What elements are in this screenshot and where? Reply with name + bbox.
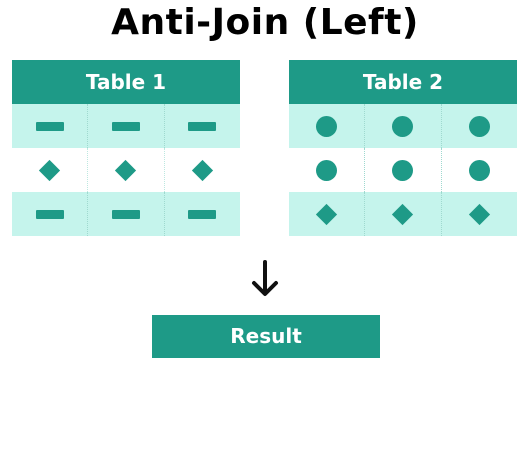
table-2-cell bbox=[289, 192, 364, 236]
table-2: Table 2 bbox=[289, 60, 517, 236]
table-1-cell bbox=[87, 148, 163, 192]
bar-symbol-icon bbox=[35, 121, 64, 131]
diamond-symbol-icon bbox=[39, 159, 61, 181]
table-1-cell bbox=[163, 104, 240, 148]
table-1-cell bbox=[87, 192, 163, 236]
circle-symbol-icon bbox=[316, 159, 338, 181]
circle-symbol-icon bbox=[392, 159, 414, 181]
diamond-symbol-icon bbox=[392, 203, 414, 225]
result-box: Result bbox=[152, 315, 380, 358]
bar-symbol-icon bbox=[188, 209, 217, 219]
table-2-row bbox=[289, 104, 517, 148]
table-1-cell bbox=[12, 104, 87, 148]
table-2-cell bbox=[440, 104, 517, 148]
bar-symbol-icon bbox=[111, 121, 140, 131]
diamond-symbol-icon bbox=[468, 203, 490, 225]
table-1-cell bbox=[163, 148, 240, 192]
circle-symbol-icon bbox=[392, 115, 414, 137]
table-1-row bbox=[12, 104, 240, 148]
down-arrow-icon bbox=[252, 260, 278, 296]
diagram-title: Anti-Join (Left) bbox=[111, 2, 419, 43]
bar-symbol-icon bbox=[111, 209, 140, 219]
table-2-row bbox=[289, 192, 517, 236]
table-2-cell bbox=[289, 148, 364, 192]
table-2-row bbox=[289, 148, 517, 192]
table-1-cell bbox=[12, 148, 87, 192]
table-1: Table 1 bbox=[12, 60, 240, 236]
bar-symbol-icon bbox=[35, 209, 64, 219]
table-1-row bbox=[12, 192, 240, 236]
table-1-cell bbox=[87, 104, 163, 148]
table-2-header: Table 2 bbox=[289, 60, 517, 104]
table-2-cell bbox=[364, 104, 440, 148]
table-2-body bbox=[289, 104, 517, 236]
table-2-cell bbox=[364, 192, 440, 236]
table-2-cell bbox=[364, 148, 440, 192]
table-2-cell bbox=[440, 148, 517, 192]
table-1-body bbox=[12, 104, 240, 236]
diamond-symbol-icon bbox=[115, 159, 137, 181]
circle-symbol-icon bbox=[316, 115, 338, 137]
table-1-header: Table 1 bbox=[12, 60, 240, 104]
diamond-symbol-icon bbox=[191, 159, 213, 181]
bar-symbol-icon bbox=[188, 121, 217, 131]
diamond-symbol-icon bbox=[316, 203, 338, 225]
table-2-cell bbox=[440, 192, 517, 236]
table-2-cell bbox=[289, 104, 364, 148]
table-1-row bbox=[12, 148, 240, 192]
circle-symbol-icon bbox=[468, 115, 490, 137]
table-1-cell bbox=[163, 192, 240, 236]
table-1-cell bbox=[12, 192, 87, 236]
circle-symbol-icon bbox=[468, 159, 490, 181]
